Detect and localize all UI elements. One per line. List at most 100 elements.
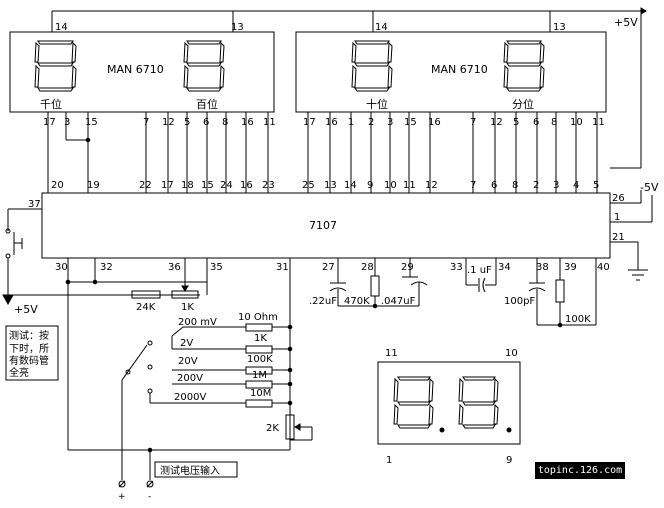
vcc-left-label: +5V	[14, 303, 38, 316]
svg-text:26: 26	[612, 193, 625, 204]
svg-text:37: 37	[28, 199, 41, 210]
svg-text:11: 11	[592, 117, 605, 128]
test-note-box	[5, 325, 59, 381]
svg-text:6: 6	[203, 117, 209, 128]
svg-text:1: 1	[386, 455, 392, 466]
svg-text:11: 11	[403, 180, 416, 191]
test-note-line-2: 下时，所	[9, 343, 49, 355]
svg-text:33: 33	[450, 262, 463, 273]
resistor-24k	[131, 290, 161, 299]
display-module-pcb	[377, 361, 521, 445]
label-24k: 24K	[136, 302, 156, 313]
range-2v: 2V	[180, 338, 193, 349]
svg-text:8: 8	[222, 117, 228, 128]
svg-text:25: 25	[302, 180, 315, 191]
svg-text:32: 32	[100, 262, 113, 273]
svg-text:6: 6	[491, 180, 497, 191]
svg-text:39: 39	[564, 262, 577, 273]
res-1k: 1K	[254, 333, 267, 344]
svg-text:15: 15	[85, 117, 98, 128]
svg-text:29: 29	[401, 262, 414, 273]
watermark: topinc.126.com	[535, 462, 625, 479]
seven-seg-digit-1	[34, 40, 77, 92]
display-module-left	[9, 31, 275, 113]
range-resistor-2	[245, 345, 273, 354]
vee-label: -5V	[640, 181, 659, 194]
svg-text:9: 9	[367, 180, 373, 191]
input-minus: -	[148, 492, 151, 502]
svg-text:3: 3	[553, 180, 559, 191]
label-100pf: 100pF	[504, 296, 535, 307]
digit-label-thousands: 千位	[40, 97, 62, 111]
svg-text:21: 21	[612, 232, 625, 243]
svg-text:16: 16	[240, 180, 253, 191]
range-switch-arm	[121, 344, 148, 381]
pot-2k	[285, 414, 295, 440]
svg-text:11: 11	[263, 117, 276, 128]
module-digit-2	[458, 376, 499, 429]
digit-label-hundreds: 百位	[196, 97, 218, 111]
svg-text:7: 7	[470, 180, 476, 191]
display-left-part: MAN 6710	[107, 63, 164, 76]
svg-text:34: 34	[498, 262, 511, 273]
svg-text:14: 14	[55, 22, 68, 33]
res-10m: 10M	[250, 388, 271, 399]
ic-label: 7107	[309, 219, 337, 232]
display-module-right	[295, 31, 607, 113]
test-note-line-3: 有数码管	[9, 354, 49, 367]
svg-text:9: 9	[506, 455, 512, 466]
svg-text:15: 15	[404, 117, 417, 128]
range-resistor-1	[245, 323, 273, 332]
svg-text:38: 38	[536, 262, 549, 273]
label-c047: .047uF	[381, 296, 416, 307]
svg-text:20: 20	[51, 180, 64, 191]
svg-text:17: 17	[161, 180, 174, 191]
svg-text:3: 3	[387, 117, 393, 128]
range-20v: 20V	[178, 356, 198, 367]
res-100k: 100K	[247, 354, 273, 365]
res-1m: 1M	[252, 370, 267, 381]
svg-text:5: 5	[593, 180, 599, 191]
svg-text:17: 17	[303, 117, 316, 128]
input-label: 测试电压输入	[160, 464, 220, 477]
label-2k: 2K	[266, 423, 279, 434]
svg-text:14: 14	[375, 22, 388, 33]
svg-text:13: 13	[553, 22, 566, 33]
test-note-line-4: 全亮	[9, 366, 29, 379]
svg-text:35: 35	[210, 262, 223, 273]
svg-text:14: 14	[344, 180, 357, 191]
svg-text:8: 8	[551, 117, 557, 128]
svg-text:1: 1	[348, 117, 354, 128]
svg-text:16: 16	[428, 117, 441, 128]
svg-text:10: 10	[505, 348, 518, 359]
svg-text:36: 36	[168, 262, 181, 273]
range-2000v: 2000V	[174, 392, 206, 403]
svg-text:28: 28	[361, 262, 374, 273]
pot-1k	[171, 290, 199, 299]
range-200v: 200V	[177, 373, 203, 384]
resistor-100k	[555, 279, 565, 303]
range-200mv: 200 mV	[178, 317, 217, 328]
range-resistor-4	[245, 380, 273, 389]
res-10ohm: 10 Ohm	[238, 312, 278, 323]
display-right-part: MAN 6710	[431, 63, 488, 76]
svg-text:19: 19	[87, 180, 100, 191]
svg-text:5: 5	[513, 117, 519, 128]
svg-text:7: 7	[470, 117, 476, 128]
svg-text:23: 23	[262, 180, 275, 191]
digit-label-tenths: 分位	[512, 97, 534, 111]
svg-text:31: 31	[276, 262, 289, 273]
test-note-line-1: 测试：按	[9, 329, 49, 342]
range-resistor-5	[245, 399, 273, 408]
seven-seg-digit-3	[351, 40, 393, 92]
svg-text:18: 18	[181, 180, 194, 191]
ic-7107	[41, 192, 611, 259]
label-100k: 100K	[565, 314, 591, 325]
vcc-label: +5V	[614, 16, 638, 29]
label-470k: 470K	[344, 296, 370, 307]
label-1k-pot: 1K	[181, 302, 194, 313]
seven-seg-digit-2	[183, 40, 225, 92]
svg-text:13: 13	[324, 180, 337, 191]
svg-text:1: 1	[614, 212, 620, 223]
